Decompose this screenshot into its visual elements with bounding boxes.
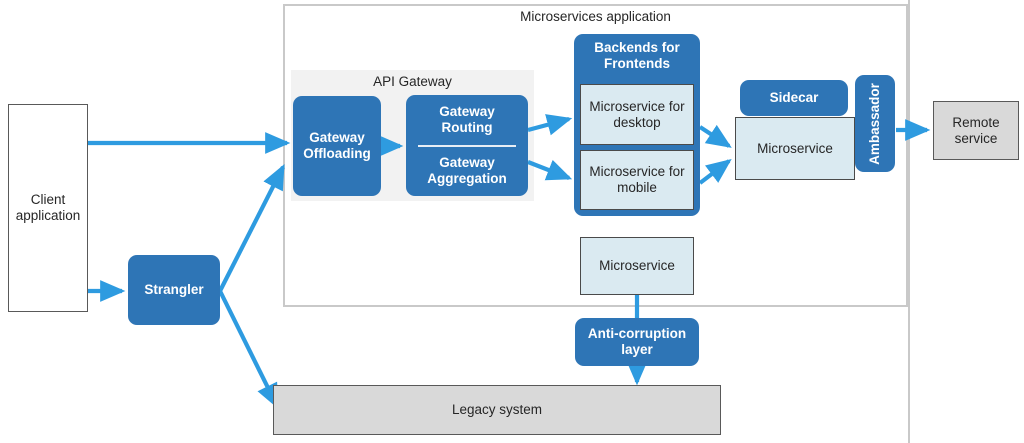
ms-mobile-label-line2: mobile — [617, 180, 657, 195]
sidecar-box[interactable]: Sidecar — [740, 80, 848, 116]
microservice-standalone-label: Microservice — [599, 258, 675, 274]
remote-service-label-line2: service — [954, 130, 998, 146]
microservice-sidecar-host-box[interactable]: Microservice — [735, 117, 855, 180]
microservice-for-mobile-box[interactable]: Microservice for mobile — [580, 150, 694, 210]
gateway-box-divider — [418, 145, 516, 147]
gateway-offloading-label-line1: Gateway — [309, 130, 365, 146]
ambassador-box[interactable]: Ambassador — [855, 75, 895, 172]
remote-service-label-line1: Remote — [952, 114, 1000, 130]
gateway-aggregation-section[interactable]: Gateway Aggregation — [406, 146, 528, 197]
edge-strangler-to-gateway-offloading — [218, 164, 285, 292]
microservice-standalone-box[interactable]: Microservice — [580, 237, 694, 295]
anti-corruption-layer-label-line2: layer — [621, 342, 653, 357]
ms-mobile-label-line1: Microservice for — [589, 164, 685, 180]
backends-for-frontends-title: Backends for Frontends — [574, 40, 700, 72]
legacy-system-label: Legacy system — [451, 402, 543, 418]
sidecar-label: Sidecar — [769, 90, 819, 106]
gateway-routing-aggregation-box[interactable]: Gateway Routing Gateway Aggregation — [406, 95, 528, 196]
strangler-box[interactable]: Strangler — [128, 255, 220, 325]
legacy-system-box[interactable]: Legacy system — [273, 385, 721, 435]
client-application-box[interactable]: Client application — [8, 104, 88, 312]
gateway-routing-label-line1: Gateway — [439, 104, 495, 120]
client-application-label-line2: application — [15, 208, 81, 223]
remote-service-box[interactable]: Remote service — [933, 101, 1019, 160]
microservice-sidecar-host-label: Microservice — [757, 140, 833, 156]
microservice-for-desktop-box[interactable]: Microservice for desktop — [580, 84, 694, 145]
gateway-aggregation-label-line2: Aggregation — [427, 170, 507, 186]
client-application-label-line1: Client — [30, 192, 66, 208]
gateway-offloading-box[interactable]: Gateway Offloading — [293, 96, 381, 196]
gateway-routing-section[interactable]: Gateway Routing — [406, 95, 528, 146]
bff-title-line2: Frontends — [604, 55, 670, 71]
gateway-offloading-label-line2: Offloading — [303, 146, 371, 161]
microservices-application-container — [283, 4, 908, 307]
gateway-routing-label-line2: Routing — [441, 120, 493, 136]
edge-strangler-to-legacy-system — [218, 290, 279, 410]
ambassador-label: Ambassador — [867, 82, 883, 165]
anti-corruption-layer-label-line1: Anti-corruption — [587, 326, 687, 342]
anti-corruption-layer-box[interactable]: Anti-corruption layer — [575, 318, 699, 366]
microservices-application-title: Microservices application — [520, 9, 671, 25]
api-gateway-title: API Gateway — [373, 74, 452, 90]
ms-desktop-label-line1: Microservice for — [589, 98, 685, 114]
gateway-aggregation-label-line1: Gateway — [439, 154, 495, 170]
ms-desktop-label-line2: desktop — [613, 114, 661, 130]
trust-boundary-line — [908, 0, 910, 443]
bff-title-line1: Backends for — [594, 40, 680, 55]
strangler-label: Strangler — [144, 282, 204, 298]
